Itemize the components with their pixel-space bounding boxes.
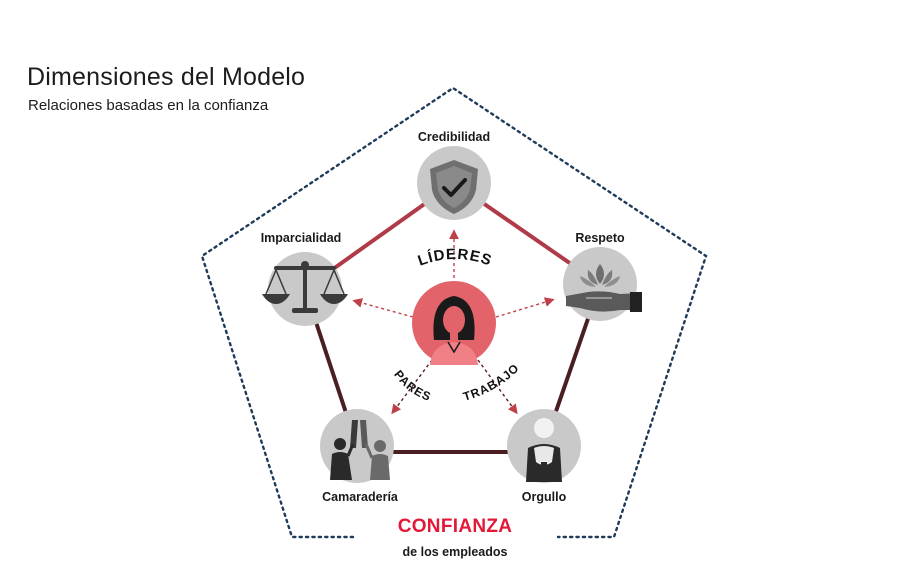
arrow-to-camaraderia xyxy=(391,359,433,415)
footer-confianza: CONFIANZA xyxy=(397,516,513,537)
trophy-person-icon xyxy=(526,418,562,482)
page-subtitle: Relaciones basadas en la confianza xyxy=(28,97,269,114)
arc-label-pares: PARES xyxy=(391,367,433,404)
center-leader-node xyxy=(412,281,496,365)
page-title: Dimensiones del Modelo xyxy=(27,63,306,91)
woman-avatar-icon xyxy=(430,296,478,365)
arrow-to-imparcialidad xyxy=(352,298,414,318)
label-credibilidad: Credibilidad xyxy=(417,130,491,144)
arc-label-trabajo: TRABAJO xyxy=(461,361,522,404)
node-imparcialidad xyxy=(262,252,348,326)
shield-check-icon xyxy=(430,160,478,214)
node-credibilidad xyxy=(417,146,491,220)
node-respeto xyxy=(563,247,642,321)
label-orgullo: Orgullo xyxy=(521,490,567,504)
arc-label-lideres: LÍDERES xyxy=(416,246,495,270)
hand-lotus-icon xyxy=(566,264,642,312)
arrow-to-orgullo xyxy=(477,359,518,415)
footer-subtitle: de los empleados xyxy=(402,545,508,559)
label-imparcialidad: Imparcialidad xyxy=(260,231,342,245)
node-orgullo xyxy=(507,409,581,483)
label-respeto: Respeto xyxy=(575,231,625,245)
high-five-icon xyxy=(330,420,390,480)
label-camaraderia: Camaradería xyxy=(322,490,398,504)
balance-scale-icon xyxy=(262,261,348,313)
outer-dotted-pentagon xyxy=(200,86,708,539)
node-camaraderia xyxy=(320,409,394,483)
arrow-to-respeto xyxy=(495,297,555,318)
